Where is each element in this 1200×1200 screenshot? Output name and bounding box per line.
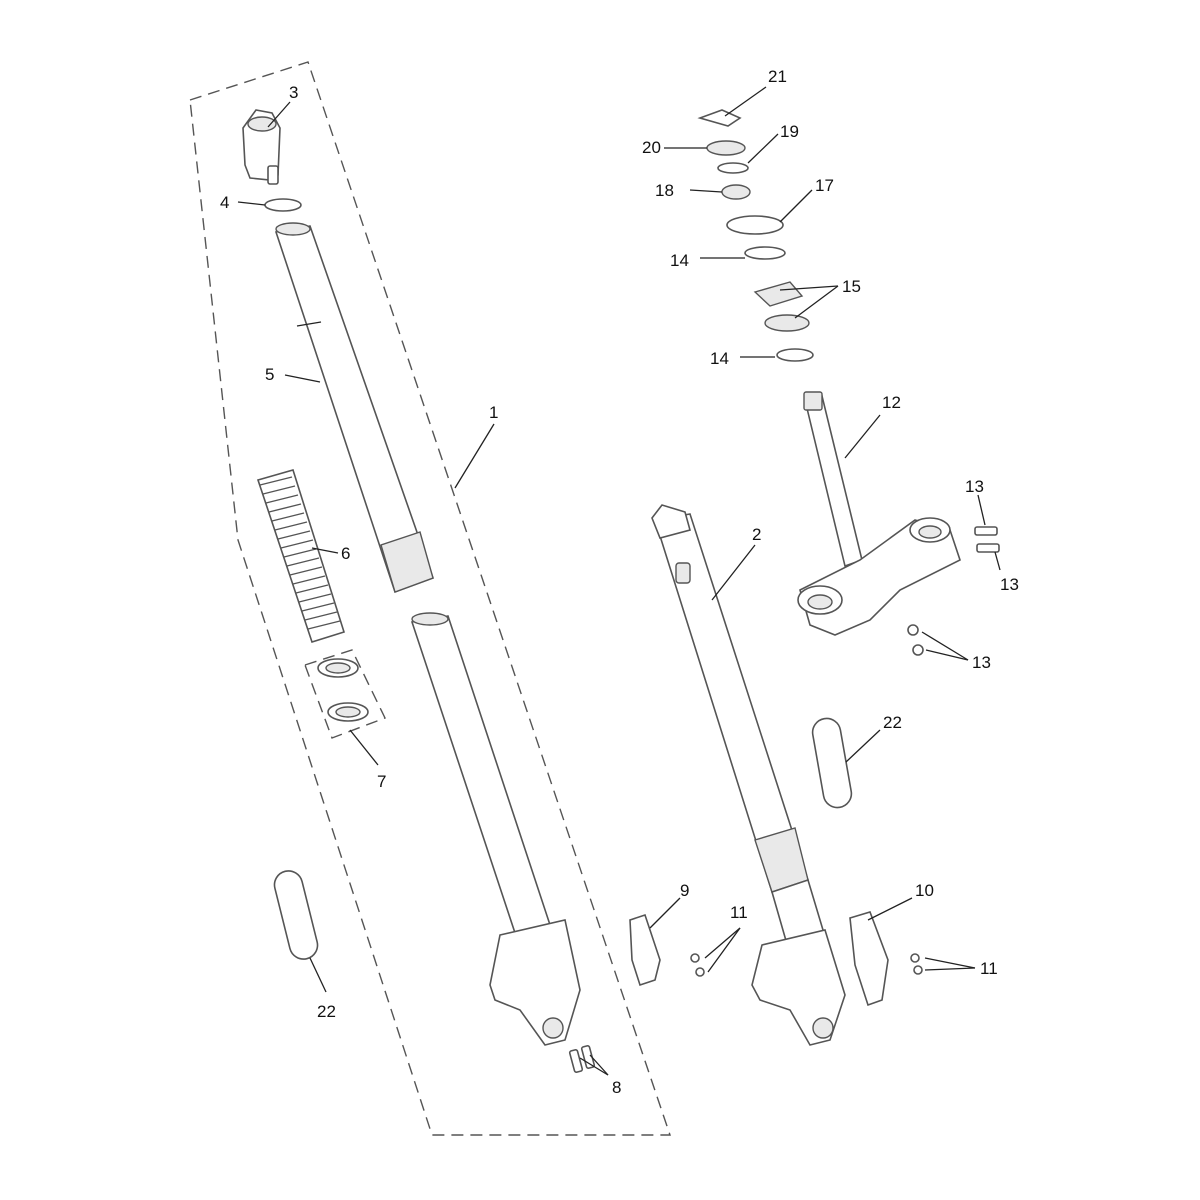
callout-19: 19 (780, 122, 799, 141)
fork-cap-adjuster (242, 109, 281, 185)
callout-1: 1 (489, 403, 498, 422)
callout-labels: 1 2 3 4 5 6 7 8 9 10 11 11 12 13 13 13 1… (220, 67, 1019, 1097)
callout-10: 10 (915, 881, 934, 900)
callout-3: 3 (289, 83, 298, 102)
callout-18: 18 (655, 181, 674, 200)
axle-pinch-bolts (568, 1044, 596, 1074)
callout-15: 15 (842, 277, 861, 296)
steering-stem-bottom-yoke (797, 391, 961, 636)
callout-20: 20 (642, 138, 661, 157)
yoke-bolts (907, 526, 1000, 656)
callout-6: 6 (341, 544, 350, 563)
callout-11-right: 11 (980, 959, 998, 978)
callout-22-left: 22 (317, 1002, 336, 1021)
callout-9: 9 (680, 881, 689, 900)
fork-protector-left (273, 870, 319, 960)
leader-lines (237, 86, 1001, 1076)
callout-11-left: 11 (730, 903, 748, 922)
callout-4: 4 (220, 193, 229, 212)
callout-14-bottom: 14 (710, 349, 729, 368)
callout-21: 21 (768, 67, 787, 86)
callout-12: 12 (882, 393, 901, 412)
callout-5: 5 (265, 365, 274, 384)
small-screws-right (910, 953, 923, 975)
fork-spring (256, 469, 346, 643)
small-screws-left (690, 953, 705, 977)
callout-7: 7 (377, 772, 386, 791)
callout-14-top: 14 (670, 251, 689, 270)
fork-assembly-right (651, 504, 846, 1046)
callout-13-top: 13 (965, 477, 984, 496)
fork-seal-kit (317, 658, 369, 722)
callout-22-right: 22 (883, 713, 902, 732)
caliper-bracket-left (629, 913, 661, 987)
callout-2: 2 (752, 525, 761, 544)
fork-outer-tube (274, 222, 435, 594)
fork-cap-o-ring (264, 198, 302, 212)
fork-protector-right (811, 717, 853, 809)
callout-8: 8 (612, 1078, 621, 1097)
seal-kit-outline (304, 649, 386, 739)
callout-17: 17 (815, 176, 834, 195)
callout-13-bottom: 13 (972, 653, 991, 672)
headstock-stack (697, 109, 814, 362)
caliper-bracket-right (849, 911, 889, 1007)
fork-inner-tube-lower (410, 612, 581, 1046)
fork-assembly-outline (189, 61, 671, 1136)
callout-13-middle: 13 (1000, 575, 1019, 594)
